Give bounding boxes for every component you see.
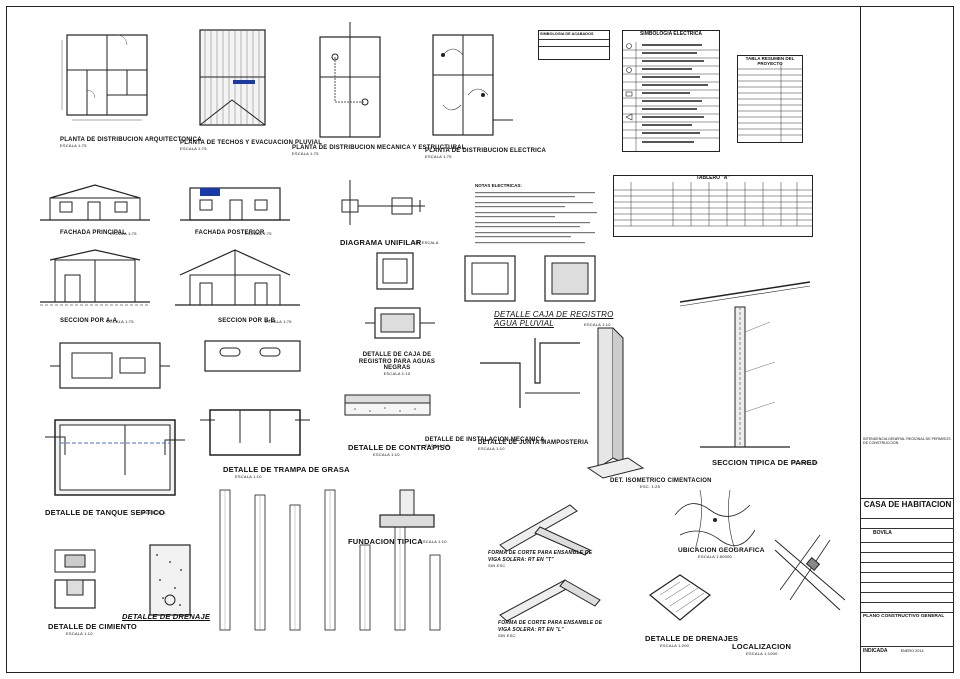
sewage-box-drawing xyxy=(365,252,435,339)
wall-section-drawing xyxy=(679,281,811,448)
summary-table-rows xyxy=(737,63,803,143)
beam-joint-l-drawing xyxy=(499,579,601,622)
wall-section-title: SECCION TIPICA DE PARED xyxy=(712,458,818,467)
septic-tank-plan xyxy=(50,342,170,389)
rear-facade-drawing xyxy=(180,187,290,221)
title-block-grid-6 xyxy=(861,592,954,602)
panel-schedule-grid xyxy=(613,182,813,227)
mechanical-plan-title: PLANTA DE DISTRIBUCION MECANICA Y ESTRUC… xyxy=(292,145,466,156)
location-map-drawing xyxy=(674,489,756,551)
rear-facade-scale: ESCALA 1:75 xyxy=(245,231,272,236)
foundation-plan-drawing xyxy=(54,549,96,609)
joint-details-drawing xyxy=(480,338,580,408)
title-block-scale-date: INDICADA ENERO 2014 xyxy=(861,646,954,660)
septic-tank-section xyxy=(45,419,185,496)
title-block-grid-2 xyxy=(861,552,954,562)
title-block-sheet-title: PLANO CONSTRUCTIVO GENERAL xyxy=(861,612,954,626)
title-block-note: INTENDENCIA GENERAL REGIONAL DE PERMISOS… xyxy=(863,437,951,445)
single-line-diagram-title: DIAGRAMA UNIFILAR xyxy=(340,238,422,247)
section-bb-title: SECCION POR B-B xyxy=(218,318,276,324)
beam-joint-t-drawing xyxy=(499,504,591,556)
floor-plan-drawing xyxy=(61,34,148,121)
title-block-grid-1 xyxy=(861,542,954,552)
isometric-title: DET. ISOMETRICO CIMENTACIONesc. 1:25 xyxy=(610,478,712,489)
beam-joint-l-title: FORMA DE CORTE PARA ENSAMBLE DE VIGA SOL… xyxy=(498,620,603,638)
isometric-foundation-drawing xyxy=(586,327,645,479)
front-facade-title: FACHADA PRINCIPAL xyxy=(60,230,127,236)
title-block-owner: BOVILA xyxy=(861,528,954,542)
panel-schedule: TABLERO "A" xyxy=(613,175,813,237)
electrical-legend: SIMBOLOGIA ELECTRICA xyxy=(622,30,720,152)
title-block-project: CASA DE HABITACION xyxy=(861,498,954,518)
typical-footing-drawing xyxy=(379,489,435,528)
septic-tank-scale: SIN ESCALA xyxy=(140,510,166,515)
drain-detail-drawing xyxy=(149,544,191,616)
section-bb-drawing xyxy=(175,249,300,306)
storm-box-scale: ESCALA 1:10 xyxy=(584,322,611,327)
section-bb-scale: ESCALA 1:75 xyxy=(265,319,292,324)
electrical-plan-drawing xyxy=(432,34,513,136)
single-line-diagram xyxy=(341,180,425,225)
site-location-drawing xyxy=(774,534,846,611)
date-value: ENERO 2014 xyxy=(900,649,924,653)
structural-elements-drawing xyxy=(219,489,441,631)
wall-section-scale: ESCALA 1:20 xyxy=(791,460,818,465)
finishes-legend: SIMBOLOGIA DE ACABADOS xyxy=(538,30,610,60)
electrical-notes: NOTAS ELECTRICAS: xyxy=(475,183,522,188)
title-block-grid-5 xyxy=(861,582,954,592)
single-line-diagram-scale: SIN ESCALA xyxy=(413,240,439,245)
sewage-box-title: DETALLE DE CAJA DE REGISTRO PARA AGUAS N… xyxy=(358,352,436,376)
front-facade-drawing xyxy=(40,184,150,221)
typical-footing-scale: ESCALA 1:10 xyxy=(420,539,447,544)
scale-value: INDICADA xyxy=(863,648,888,654)
electrical-notes-lines xyxy=(475,192,597,244)
drain-detail-title: DETALLE DE DRENAJE xyxy=(122,612,211,621)
section-aa-drawing xyxy=(40,249,150,306)
mechanical-plan-drawing xyxy=(319,22,381,138)
title-block-grid-4 xyxy=(861,572,954,582)
drawing-sheet xyxy=(6,6,954,673)
grease-trap-section xyxy=(200,409,310,456)
typical-footing-title: FUNDACION TIPICA xyxy=(348,537,423,546)
section-aa-title: SECCION POR A-A xyxy=(60,318,118,324)
electrical-legend-rows xyxy=(622,42,720,152)
storm-box-drawing xyxy=(464,255,596,302)
front-facade-scale: ESCALA 1:75 xyxy=(110,231,137,236)
title-block-grid-7 xyxy=(861,602,954,612)
title-block-grid-3 xyxy=(861,562,954,572)
septic-tank-title: DETALLE DE TANQUE SEPTICO xyxy=(45,508,165,517)
title-block-blank-1 xyxy=(861,518,954,528)
subfloor-drawing xyxy=(344,394,431,416)
beam-joint-t-title: FORMA DE CORTE PARA ENSAMBLE DE VIGA SOL… xyxy=(488,550,593,568)
drains-layout-drawing xyxy=(648,574,712,621)
grease-trap-plan xyxy=(204,340,301,372)
storm-box-title: DETALLE CAJA DE REGISTRO AGUA PLUVIAL xyxy=(494,310,614,328)
rear-facade-title: FACHADA POSTERIOR xyxy=(195,230,265,236)
title-block: INTENDENCIA GENERAL REGIONAL DE PERMISOS… xyxy=(860,6,954,673)
roof-plan-drawing xyxy=(199,29,266,126)
section-aa-scale: ESCALA 1:75 xyxy=(107,319,134,324)
